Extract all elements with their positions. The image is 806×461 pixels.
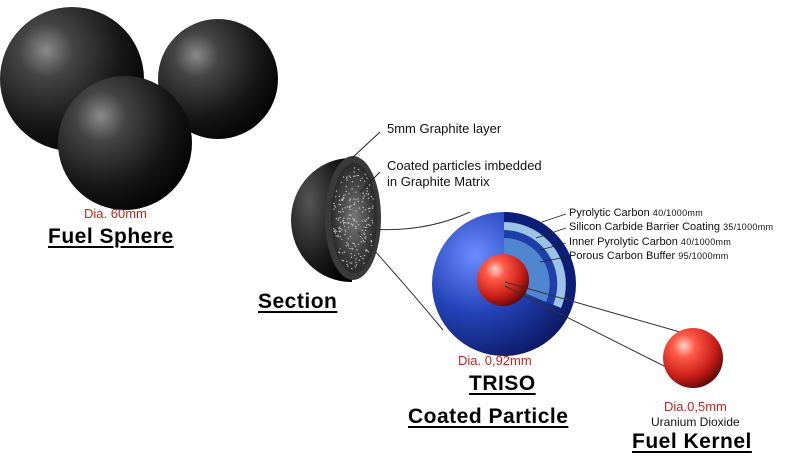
pointer-pyrolytic-carbon xyxy=(529,213,567,227)
zoom-line-upper xyxy=(359,211,471,231)
triso-title: TRISO xyxy=(469,372,536,395)
triso-particle xyxy=(432,212,576,356)
layer-thickness: 95/1000mm xyxy=(678,251,729,261)
coated-particles-label-line1: Coated particles imbedded xyxy=(387,158,542,173)
fuel-kernel xyxy=(663,328,723,388)
kernel-diameter: Dia.0,5mm xyxy=(664,399,727,414)
section-sphere xyxy=(291,156,381,283)
coated-particle-title: Coated Particle xyxy=(408,405,569,428)
graphite-layer-label: 5mm Graphite layer xyxy=(387,121,502,136)
zoom-line-lower xyxy=(357,231,444,331)
layer-thickness: 40/1000mm xyxy=(680,237,732,247)
layer-porous-carbon-buffer: Porous Carbon Buffer 95/1000mm xyxy=(569,250,729,262)
layer-pyrolytic-carbon: Pyrolytic Carbon 40/1000mm xyxy=(569,207,703,219)
layer-name: Pyrolytic Carbon xyxy=(569,207,650,219)
layer-name: Inner Pyrolytic Carbon xyxy=(569,236,678,248)
fuel-sphere-title: Fuel Sphere xyxy=(48,225,174,248)
coated-particles-label-line2: in Graphite Matrix xyxy=(387,174,490,189)
kernel-material: Uranium Dioxide xyxy=(651,415,740,429)
layer-thickness: 40/1000mm xyxy=(652,208,703,218)
layer-name: Porous Carbon Buffer xyxy=(569,250,676,262)
leader-graphite-layer xyxy=(351,131,381,159)
zoom-line-kernel-upper xyxy=(504,281,681,333)
zoom-line-kernel-lower xyxy=(504,285,669,369)
pointer-inner-pyrolytic xyxy=(539,242,567,251)
layer-name: Silicon Carbide Barrier Coating xyxy=(569,221,721,233)
kernel-title: Fuel Kernel xyxy=(632,430,752,453)
pointer-porous-buffer xyxy=(539,256,567,263)
fuel-sphere-back-right xyxy=(158,19,278,139)
pointer-silicon-carbide xyxy=(535,227,567,239)
layer-inner-pyrolytic-carbon: Inner Pyrolytic Carbon 40/1000mm xyxy=(569,236,731,248)
fuel-sphere-front xyxy=(58,76,192,210)
section-title: Section xyxy=(258,290,338,313)
fuel-sphere-diameter: Dia. 60mm xyxy=(84,206,147,221)
layer-silicon-carbide: Silicon Carbide Barrier Coating 35/1000m… xyxy=(569,221,773,233)
triso-diameter: Dia. 0,92mm xyxy=(458,353,532,368)
leader-coated-particles xyxy=(359,171,381,193)
layer-thickness: 35/1000mm xyxy=(723,222,774,232)
